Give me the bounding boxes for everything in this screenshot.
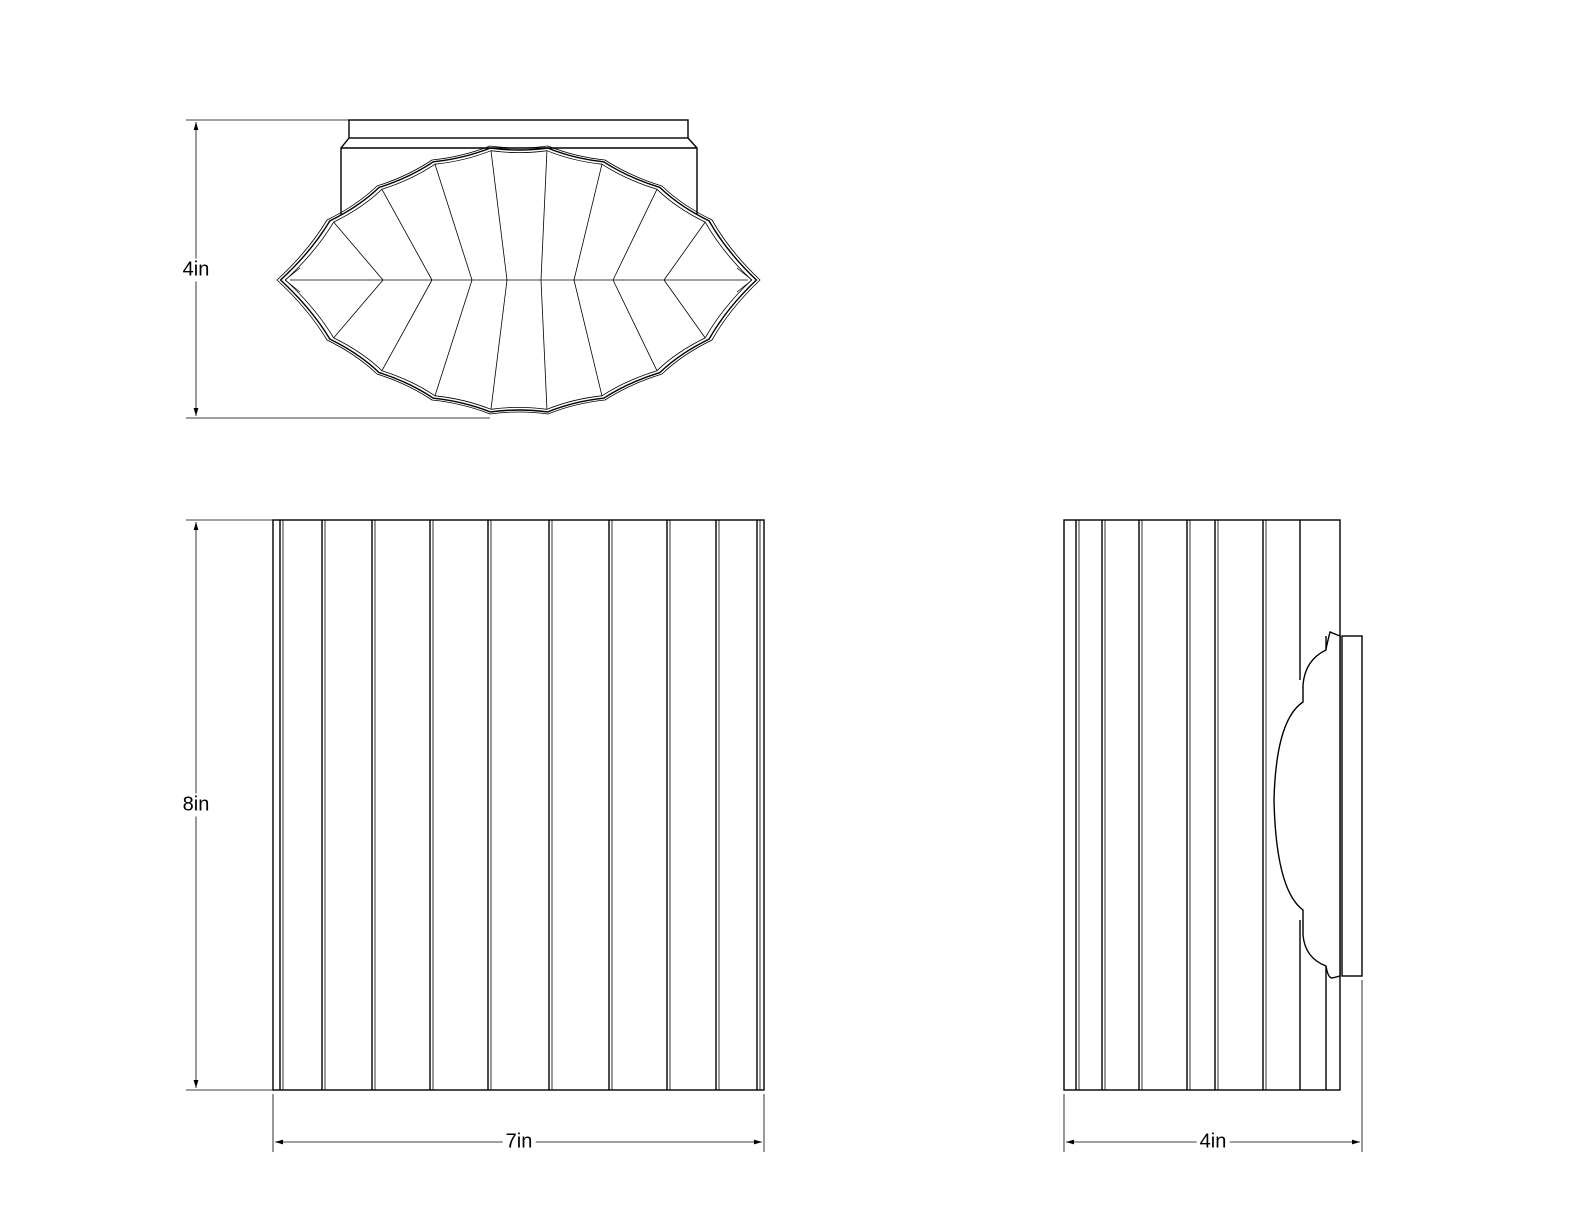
wall-canopy (1341, 635, 1363, 977)
shade-scalloped-edge (276, 145, 761, 415)
side-depth-label: 4in (1196, 1130, 1230, 1154)
top-height-label: 4in (179, 258, 213, 282)
mount-cap (348, 119, 689, 139)
shade-scalloped-edge (279, 147, 758, 413)
side-view (1063, 519, 1363, 1091)
front-height-label: 8in (179, 793, 213, 817)
shade-rib (434, 164, 473, 281)
shade-rib (540, 150, 548, 281)
top-view (276, 119, 761, 415)
shade-rib (540, 279, 548, 410)
front-width-label: 7in (502, 1130, 536, 1154)
shade-rib (333, 279, 384, 339)
shade-rib (663, 221, 706, 281)
shade-rib (612, 279, 658, 371)
shade-rib (490, 279, 508, 410)
shade-rib (490, 150, 508, 281)
dimensions (186, 119, 1363, 1152)
backplate-profile (1273, 631, 1341, 979)
shade-rib (381, 189, 433, 281)
shade-rib (573, 164, 603, 281)
shade-ribs (284, 150, 753, 410)
shade-rib (612, 189, 658, 281)
shade-rib (434, 279, 473, 396)
shade-rib (381, 279, 433, 371)
shade-rib (573, 279, 603, 396)
front-shade-body (272, 519, 765, 1091)
front-view (272, 519, 765, 1091)
shade-rib (333, 221, 384, 281)
side-ribs (1075, 520, 1301, 1090)
front-ribs (279, 520, 761, 1090)
shade-tip-detail (284, 267, 753, 293)
shade-rib (663, 279, 706, 339)
